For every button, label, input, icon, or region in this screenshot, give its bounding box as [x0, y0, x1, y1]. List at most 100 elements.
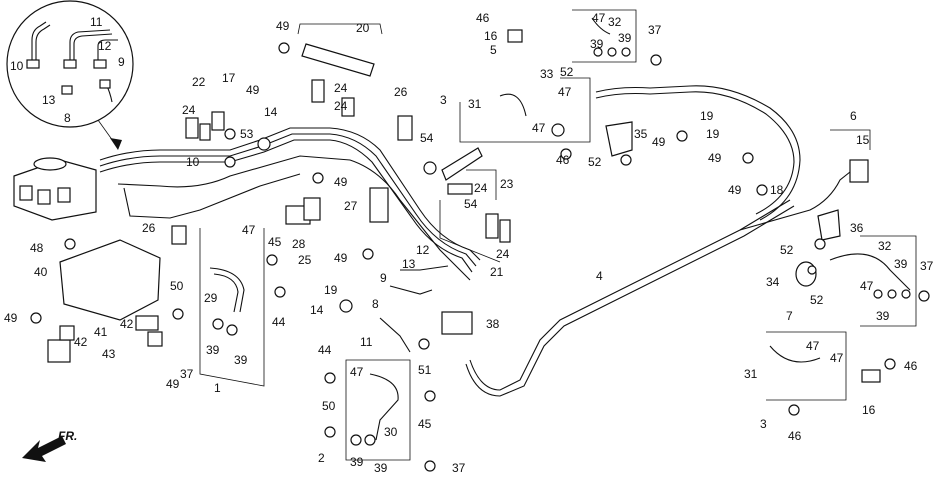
callout: 13 — [402, 257, 416, 271]
callout: 11 — [360, 335, 373, 349]
callout: 45 — [418, 417, 432, 431]
callout: 16 — [484, 29, 498, 43]
callout: 36 — [850, 221, 864, 235]
callout: 52 — [780, 243, 794, 257]
callout: 24 — [474, 181, 488, 195]
callout: 9 — [380, 271, 387, 285]
callout: 39 — [618, 31, 632, 45]
callout: 40 — [34, 265, 48, 279]
callout: 52 — [560, 65, 574, 79]
master-cylinder — [13, 157, 97, 221]
callout: 47 — [350, 365, 364, 379]
front-pipe-bundle — [99, 127, 481, 281]
callout: 10 — [10, 59, 24, 73]
callout: 46 — [476, 11, 490, 25]
callout: 11 — [90, 15, 103, 29]
callout: 24 — [334, 99, 348, 113]
callout: 37 — [452, 461, 466, 475]
callout: 54 — [420, 131, 434, 145]
callout-labels: 11 10 12 9 13 8 22 17 49 24 14 53 10 49 … — [4, 11, 934, 475]
callout: 33 — [540, 67, 554, 81]
callout: 35 — [634, 127, 648, 141]
callout: 32 — [608, 15, 622, 29]
callout: 47 — [242, 223, 256, 237]
callout: 10 — [186, 155, 200, 169]
callout: 24 — [334, 81, 348, 95]
callout: 47 — [558, 85, 572, 99]
callout: 49 — [166, 377, 180, 391]
callout: 5 — [490, 43, 497, 57]
callout: 22 — [192, 75, 206, 89]
callout: 49 — [334, 251, 348, 265]
callout: 12 — [98, 39, 112, 53]
callout: 18 — [770, 183, 784, 197]
callout: 52 — [588, 155, 602, 169]
callout: 45 — [268, 235, 282, 249]
detail-inset — [6, 0, 134, 150]
callout: 47 — [532, 121, 546, 135]
callout: 54 — [464, 197, 478, 211]
callout: 47 — [806, 339, 820, 353]
callout: 17 — [222, 71, 236, 85]
callout: 39 — [206, 343, 220, 357]
callout: 39 — [894, 257, 908, 271]
callout: 31 — [468, 97, 482, 111]
callout: 49 — [4, 311, 18, 325]
callout: 19 — [700, 109, 714, 123]
callout: 46 — [904, 359, 918, 373]
callout: 53 — [240, 127, 254, 141]
callout: 26 — [142, 221, 156, 235]
callout: 20 — [356, 21, 370, 35]
callout: 37 — [180, 367, 194, 381]
callout: 4 — [596, 269, 603, 283]
callout: 25 — [298, 253, 312, 267]
callout: 6 — [850, 109, 857, 123]
callout: 19 — [324, 283, 338, 297]
callout: 49 — [728, 183, 742, 197]
callout: 43 — [102, 347, 116, 361]
callout: 28 — [292, 237, 306, 251]
callout: 50 — [322, 399, 336, 413]
callout: 37 — [648, 23, 662, 37]
callout: 2 — [318, 451, 325, 465]
callout: 39 — [590, 37, 604, 51]
callout: 49 — [246, 83, 260, 97]
callout: 52 — [810, 293, 824, 307]
callout: 21 — [490, 265, 504, 279]
callout: 9 — [118, 55, 125, 69]
callout: 30 — [384, 425, 398, 439]
callout: 14 — [264, 105, 278, 119]
callout: 16 — [862, 403, 876, 417]
rear-pipe-run — [465, 85, 851, 397]
callout: 24 — [182, 103, 196, 117]
callout: 44 — [318, 343, 332, 357]
callout: 42 — [120, 317, 134, 331]
callout: 38 — [486, 317, 500, 331]
callout: 39 — [876, 309, 890, 323]
callout: 48 — [30, 241, 44, 255]
callout: 47 — [830, 351, 844, 365]
callout: 29 — [204, 291, 218, 305]
callout: 47 — [860, 279, 874, 293]
callout: 46 — [788, 429, 802, 443]
callout: 46 — [556, 153, 570, 167]
callout: 27 — [344, 199, 358, 213]
callout: 8 — [372, 297, 379, 311]
callout: 50 — [170, 279, 184, 293]
callout: 1 — [214, 381, 221, 395]
callout: 14 — [310, 303, 324, 317]
callout: 49 — [334, 175, 348, 189]
callout: 49 — [276, 19, 290, 33]
callout: 31 — [744, 367, 758, 381]
direction-label: FR. — [58, 429, 77, 443]
assembly-brackets — [199, 9, 917, 461]
callout: 23 — [500, 177, 514, 191]
callout: 24 — [496, 247, 510, 261]
callout: 3 — [440, 93, 447, 107]
callout: 37 — [920, 259, 934, 273]
callout: 47 — [592, 11, 606, 25]
callout: 39 — [374, 461, 388, 475]
callout: 19 — [706, 127, 720, 141]
callout: 49 — [652, 135, 666, 149]
